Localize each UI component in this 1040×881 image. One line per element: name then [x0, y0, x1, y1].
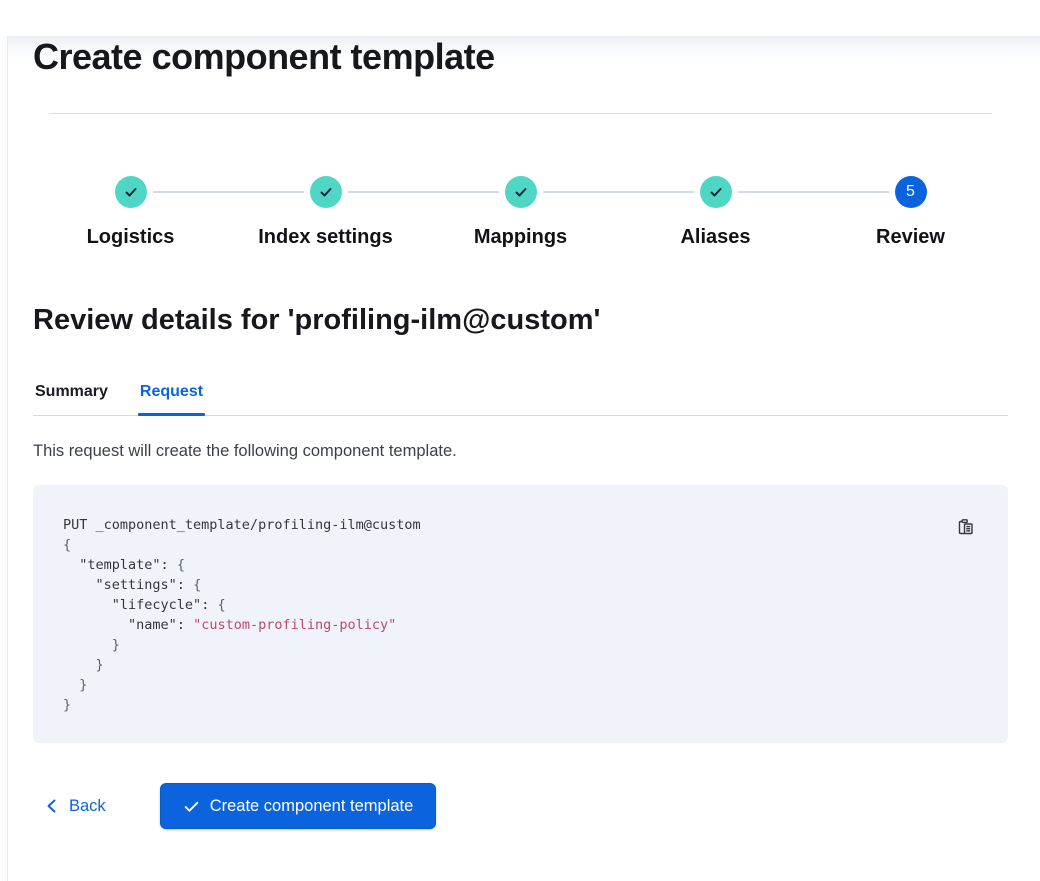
- check-icon: [710, 188, 721, 197]
- tab-summary[interactable]: Summary: [33, 383, 110, 415]
- check-icon: [515, 188, 526, 197]
- create-component-template-panel: Create component template Logistics Inde…: [0, 36, 1040, 829]
- check-icon: [320, 188, 331, 197]
- code-line: }: [63, 657, 104, 673]
- back-button-label: Back: [69, 796, 106, 815]
- code-line: "name": "custom-profiling-policy": [128, 617, 397, 633]
- step-mappings[interactable]: Mappings: [347, 176, 618, 249]
- review-heading: Review details for 'profiling-ilm@custom…: [33, 304, 601, 336]
- code-line: {: [63, 537, 72, 553]
- chevron-left-icon: [47, 799, 56, 813]
- step-aliases[interactable]: Aliases: [542, 176, 813, 249]
- page-title: Create component template: [33, 36, 495, 77]
- step-label: Index settings: [258, 226, 393, 248]
- step-circle: 5: [894, 176, 927, 208]
- code-line: }: [63, 677, 88, 693]
- step-label: Aliases: [680, 226, 751, 248]
- step-label: Mappings: [473, 226, 568, 248]
- wizard-stepper: Logistics Index settings Mappings Aliase…: [33, 176, 1008, 249]
- step-number: 5: [906, 183, 915, 200]
- copy-clipboard-icon: [958, 519, 973, 535]
- step-label: Review: [876, 226, 945, 248]
- code-line: }: [63, 697, 72, 713]
- tab-request[interactable]: Request: [137, 383, 206, 416]
- step-circle: [309, 176, 342, 208]
- copy-button[interactable]: [954, 515, 978, 542]
- step-index-settings[interactable]: Index settings: [152, 176, 423, 249]
- request-code-block: PUT _component_template/profiling-ilm@cu…: [33, 485, 1008, 743]
- step-circle: [114, 176, 147, 208]
- code-line: }: [63, 637, 120, 653]
- review-tabs: Summary Request: [33, 383, 1008, 416]
- title-divider: [49, 113, 992, 114]
- back-button[interactable]: Back: [33, 791, 118, 822]
- code-line: "lifecycle": {: [111, 597, 226, 613]
- step-label: Logistics: [86, 226, 175, 248]
- create-button-label: Create component template: [209, 796, 414, 815]
- code-line: "settings": {: [95, 577, 202, 593]
- code-line: PUT _component_template/profiling-ilm@cu…: [63, 517, 421, 533]
- step-circle: [504, 176, 537, 208]
- step-review[interactable]: 5 Review: [737, 176, 1008, 249]
- check-icon: [125, 188, 136, 197]
- create-component-template-button[interactable]: Create component template: [159, 783, 437, 829]
- step-circle: [699, 176, 732, 208]
- request-code: PUT _component_template/profiling-ilm@cu…: [63, 515, 984, 715]
- step-logistics[interactable]: Logistics: [33, 176, 228, 249]
- code-line: "template": {: [79, 557, 185, 573]
- footer-actions: Back Create component template: [33, 783, 1008, 829]
- check-icon: [184, 801, 198, 812]
- request-description: This request will create the following c…: [33, 442, 457, 460]
